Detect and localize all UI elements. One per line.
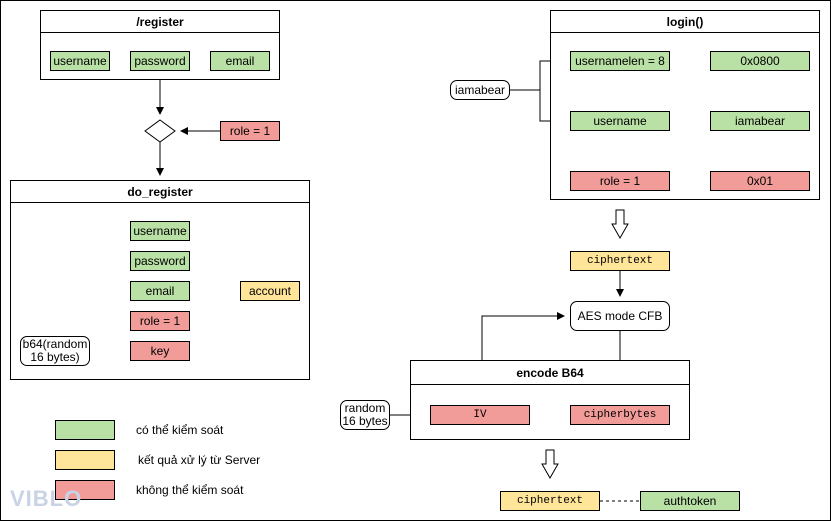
iamabear-input-node: iamabear <box>450 80 510 100</box>
ciphertext-bottom: ciphertext <box>500 491 600 511</box>
do-register-password: password <box>130 251 190 271</box>
do-register-key: key <box>130 341 190 361</box>
iv-node: IV <box>430 405 530 425</box>
random16-node: random 16 bytes <box>340 400 390 430</box>
down-arrow-icon <box>611 209 629 240</box>
usernamelen-value: 0x0800 <box>710 51 810 71</box>
role-input: role = 1 <box>220 121 280 141</box>
register-title: /register <box>41 11 279 33</box>
aes-node: AES mode CFB <box>570 301 670 331</box>
encode-frame: encode B64 <box>410 360 690 440</box>
do-register-title: do_register <box>11 181 309 203</box>
viblo-watermark: VIBLO <box>10 486 83 511</box>
account-node: account <box>240 281 300 301</box>
register-email: email <box>210 51 270 71</box>
do-register-role: role = 1 <box>130 311 190 331</box>
legend-yellow-swatch <box>55 450 115 470</box>
usernamelen-node: usernamelen = 8 <box>570 51 670 71</box>
do-register-email: email <box>130 281 190 301</box>
legend-red-label: không thể kiểm soát <box>136 483 244 497</box>
down-arrow-icon <box>541 449 559 480</box>
register-username: username <box>50 51 110 71</box>
login-role-node: role = 1 <box>570 171 670 191</box>
ciphertext-top: ciphertext <box>570 251 670 271</box>
authtoken-node: authtoken <box>640 491 740 511</box>
cipherbytes-node: cipherbytes <box>570 405 670 425</box>
login-title: login() <box>551 11 819 33</box>
login-role-value: 0x01 <box>710 171 810 191</box>
b64-random-node: b64(random 16 bytes) <box>20 336 90 366</box>
register-password: password <box>130 51 190 71</box>
encode-title: encode B64 <box>411 361 689 385</box>
legend-green-swatch <box>55 420 115 440</box>
legend-green-label: có thể kiểm soát <box>136 423 224 437</box>
login-username-value: iamabear <box>710 111 810 131</box>
login-frame: login() <box>550 10 820 200</box>
decision-diamond <box>144 119 176 143</box>
login-username-node: username <box>570 111 670 131</box>
do-register-username: username <box>130 221 190 241</box>
legend-yellow-label: kết quả xử lý từ Server <box>138 453 261 467</box>
legend-red-swatch <box>55 480 115 500</box>
